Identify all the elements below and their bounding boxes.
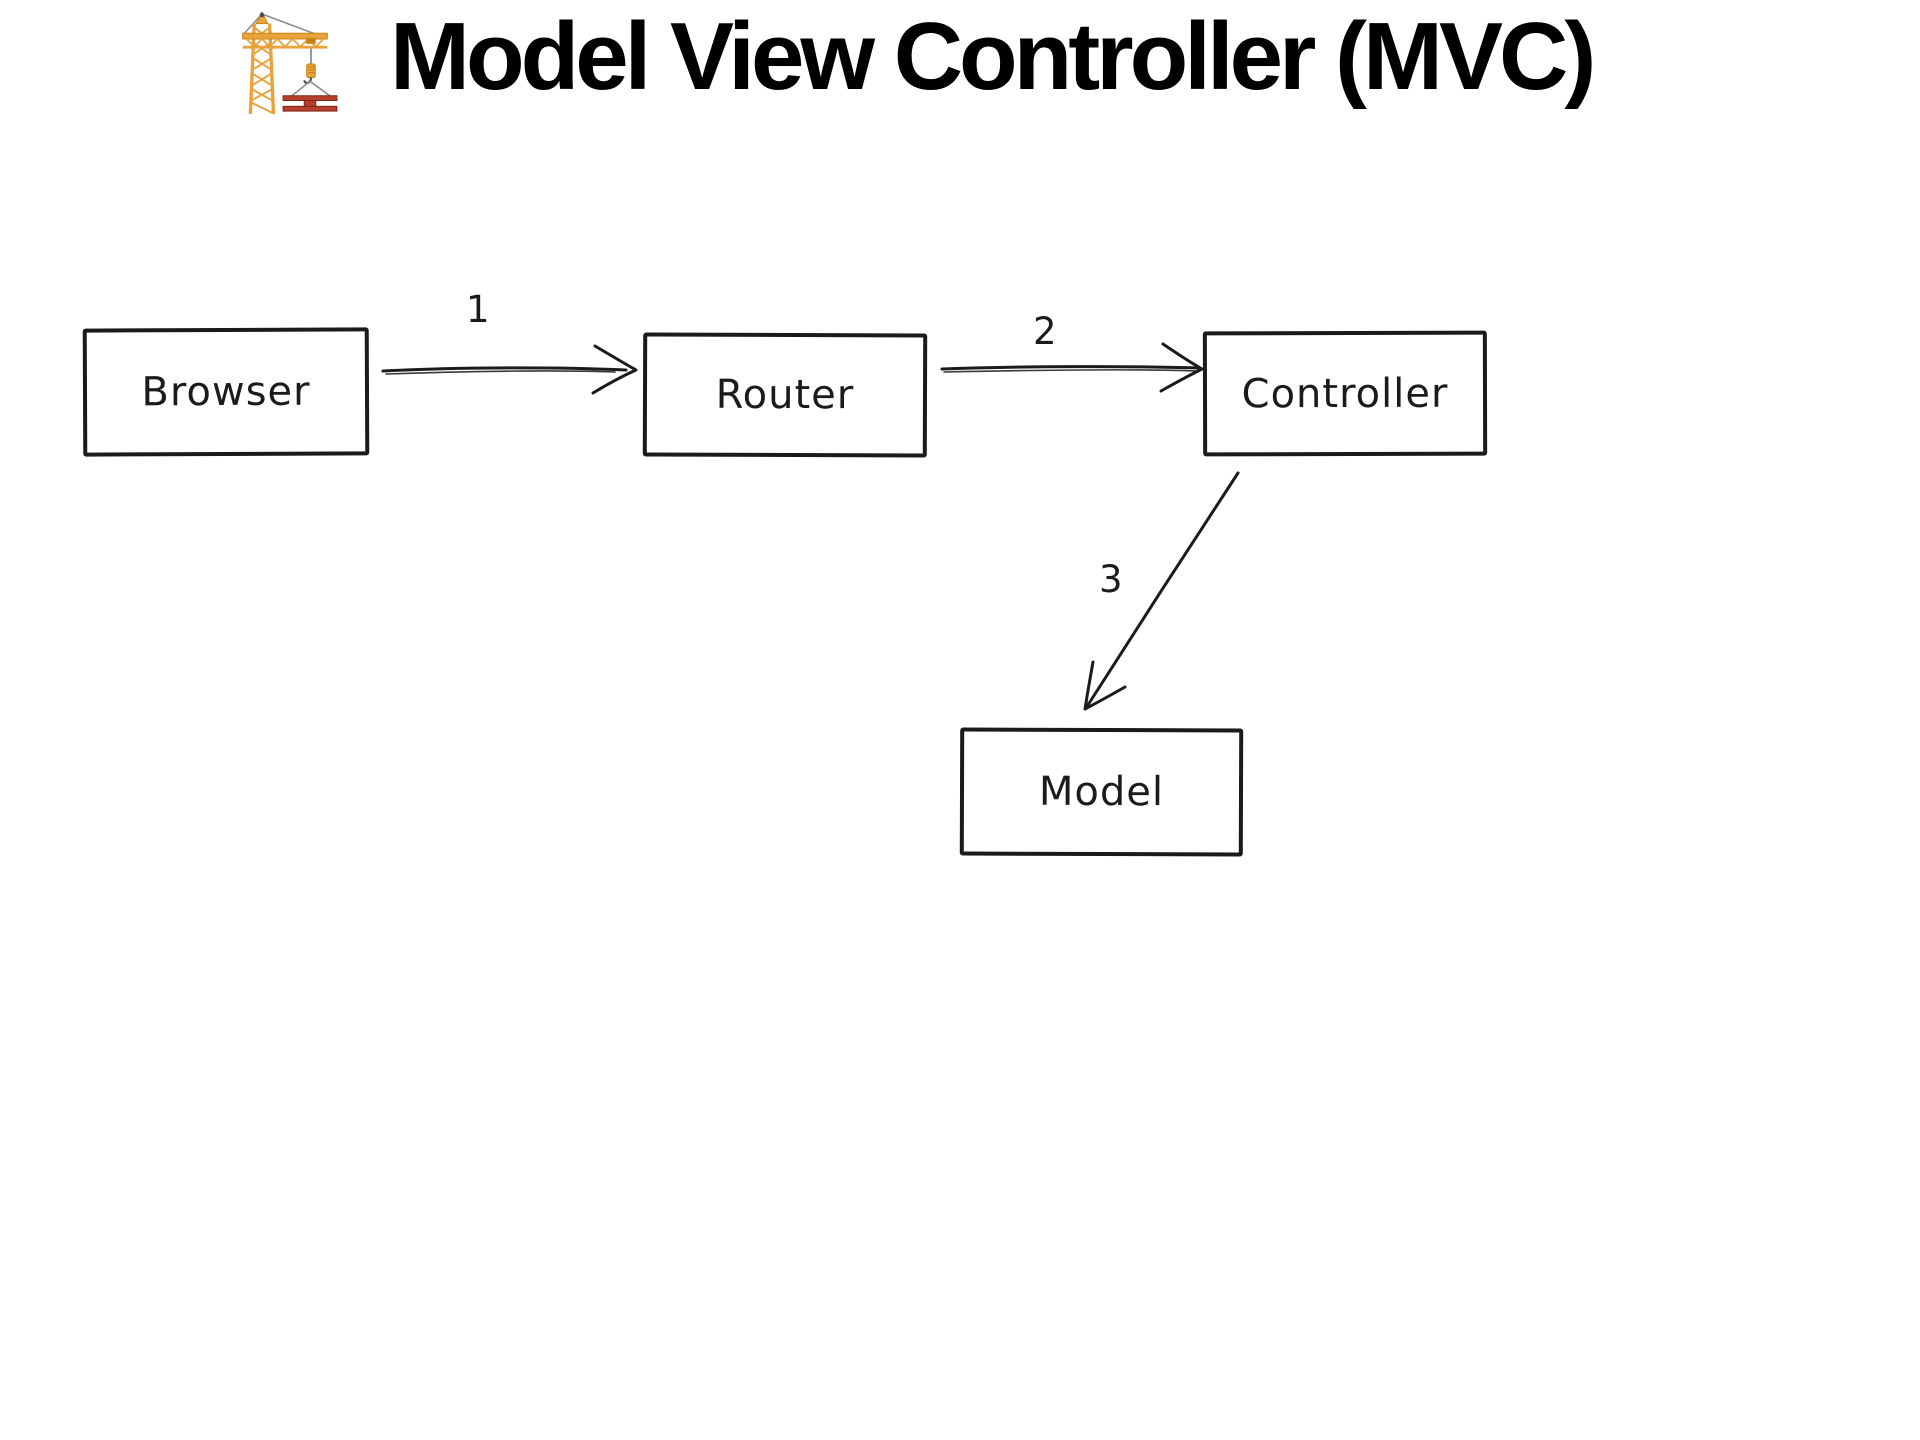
edge-router-controller-arrow (940, 342, 1204, 393)
node-model-label: Model (1038, 768, 1165, 816)
node-controller-label: Controller (1241, 370, 1449, 417)
node-router: Router (642, 332, 928, 458)
edge-browser-router-arrow (381, 344, 638, 395)
edge-label-1: 1 (466, 288, 490, 331)
edge-label-3: 3 (1099, 558, 1123, 601)
edge-label-2: 2 (1033, 310, 1057, 353)
node-router-label: Router (715, 371, 855, 419)
node-browser-label: Browser (141, 368, 311, 416)
construction-crane-icon (235, 6, 360, 122)
node-model: Model (959, 727, 1244, 857)
node-controller: Controller (1202, 330, 1488, 457)
title-row: Model View Controller (MVC) (0, 0, 1920, 140)
node-browser: Browser (82, 327, 370, 457)
page-title: Model View Controller (MVC) (390, 3, 1596, 110)
